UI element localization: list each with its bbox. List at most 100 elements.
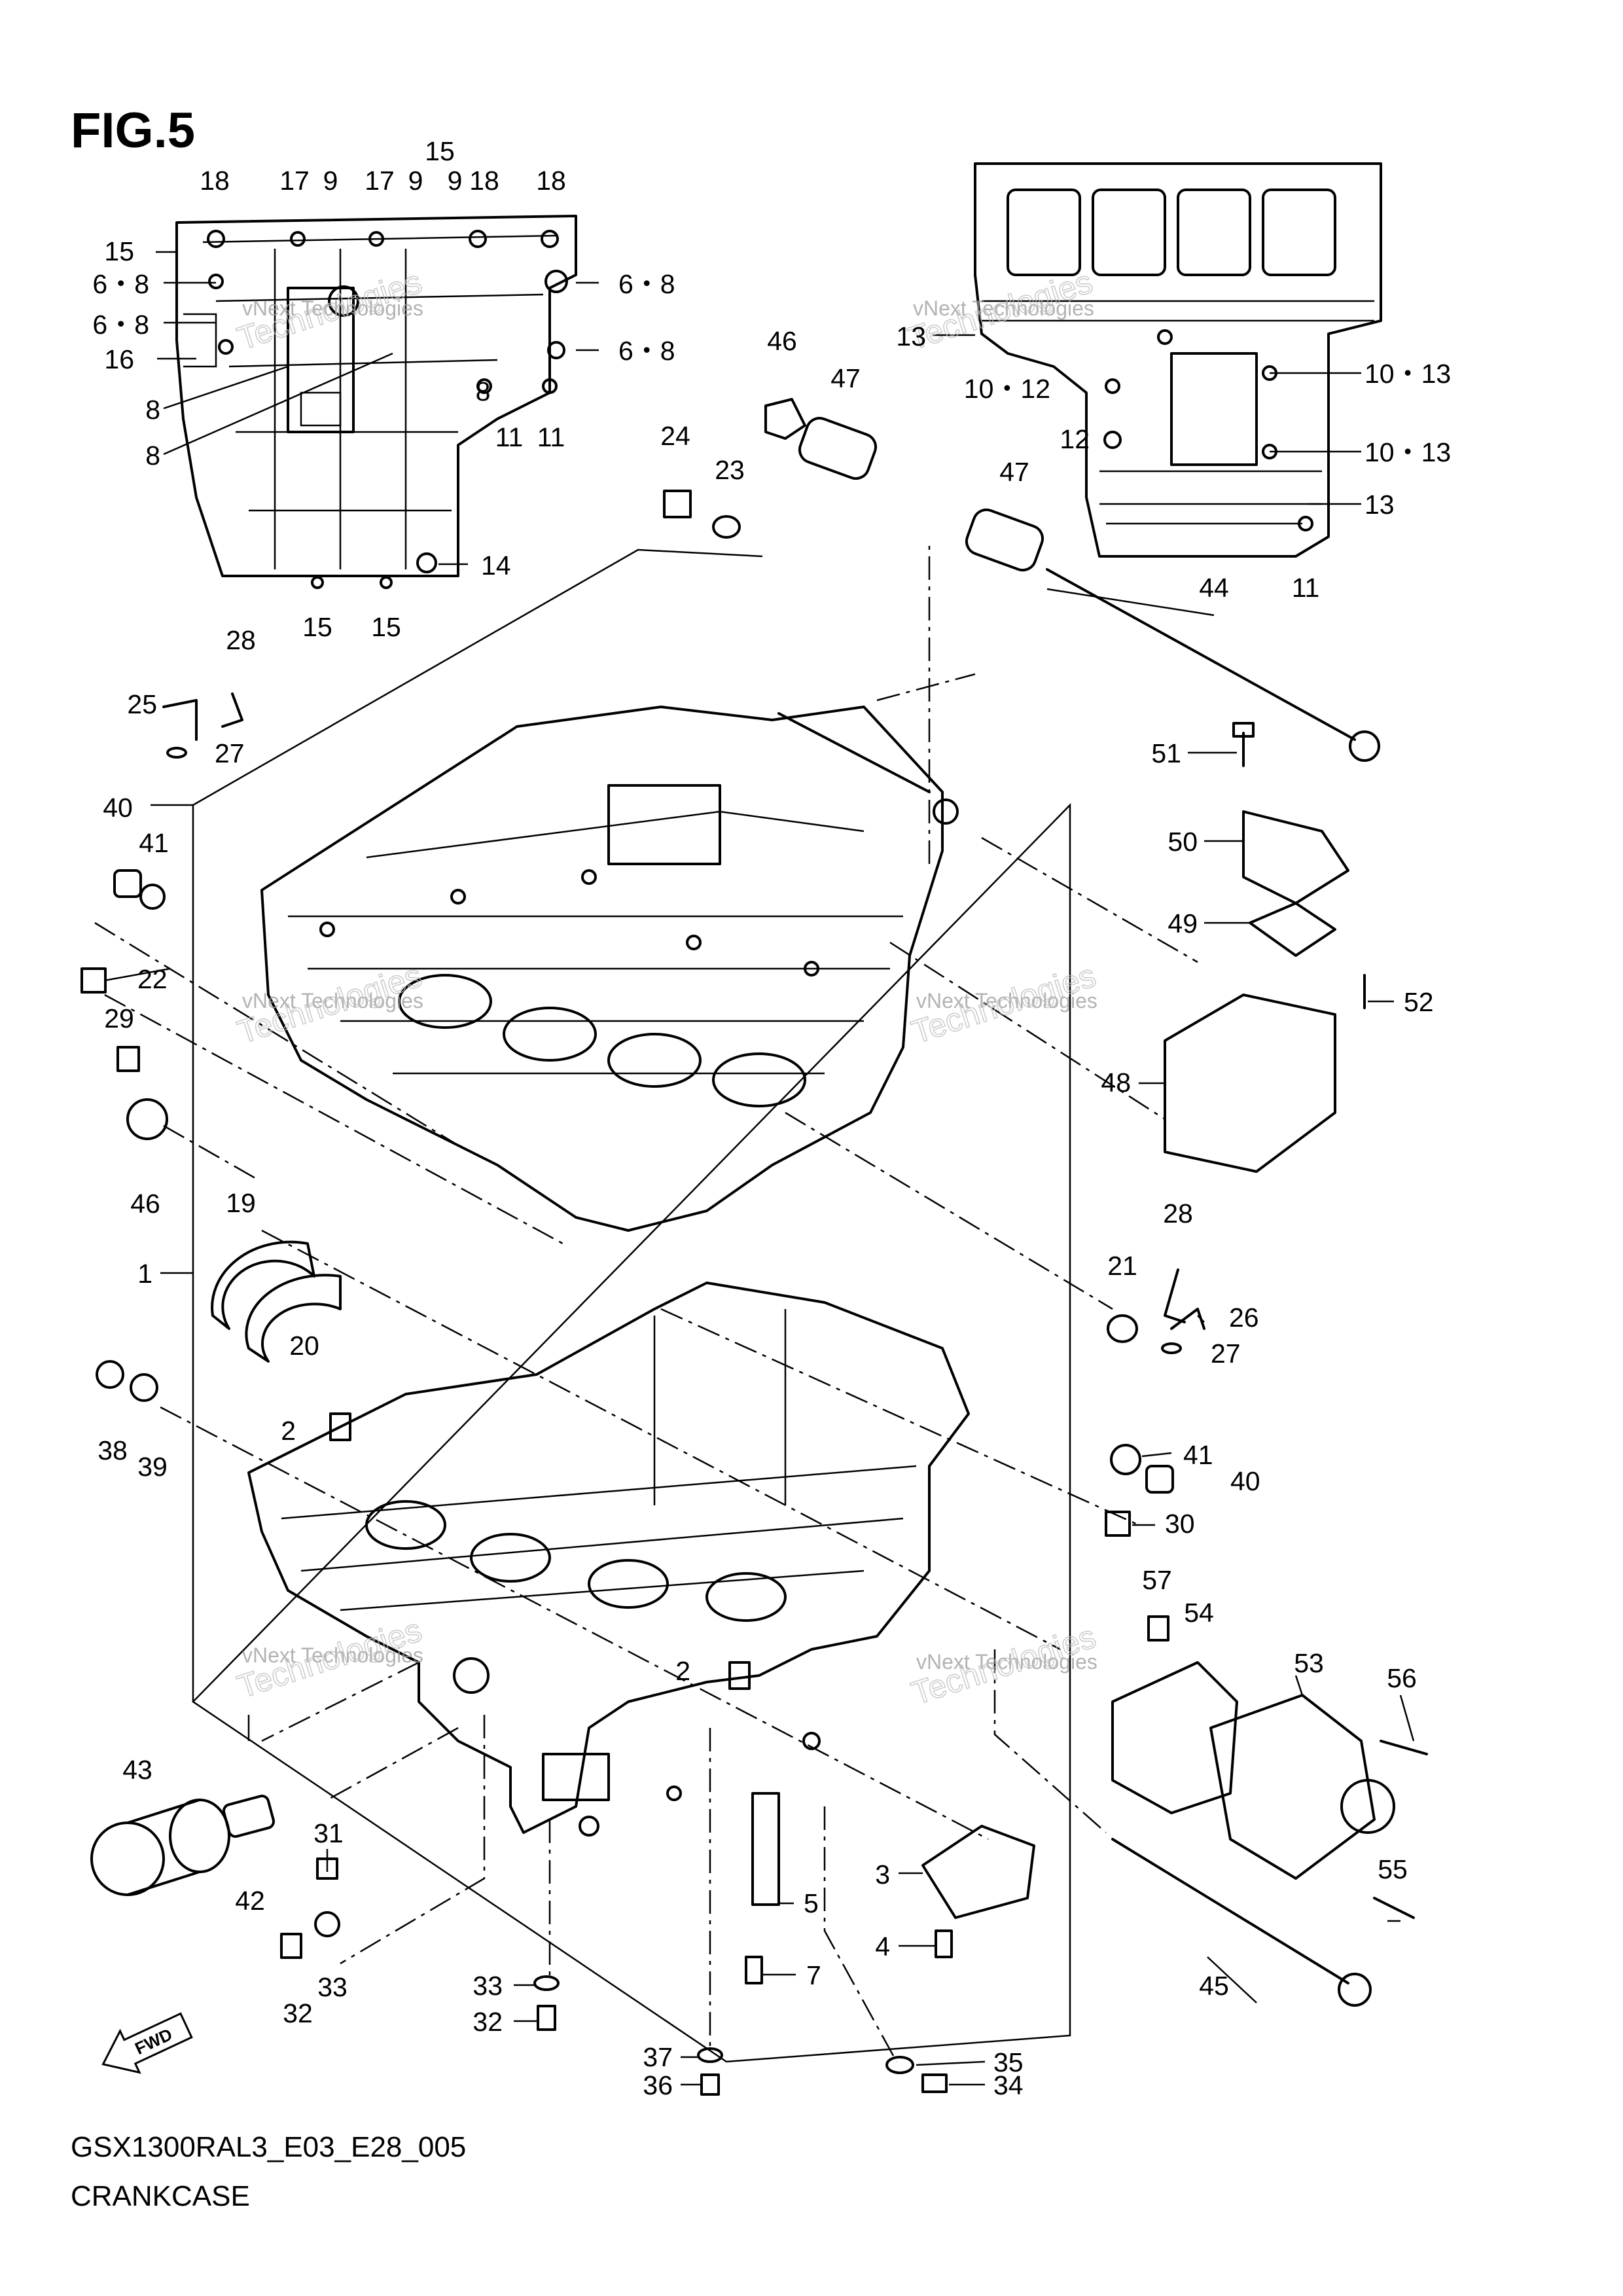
part-callout-32: 32 <box>283 1998 313 2028</box>
part-callout-46: 46 <box>130 1189 160 1219</box>
part-callout-1: 1 <box>137 1259 152 1289</box>
leader-lines <box>104 251 1415 2086</box>
part-callout-52: 52 <box>1404 987 1434 1017</box>
watermark-text: vNext Technologies <box>916 1650 1097 1674</box>
part-callout-31: 31 <box>313 1818 344 1848</box>
part-callout-21: 21 <box>1107 1251 1137 1281</box>
part-callout-45: 45 <box>1199 1971 1229 2001</box>
part-callout-6-8: 6・8 <box>92 310 149 340</box>
part-callout-41: 41 <box>1183 1440 1213 1470</box>
part-callout-11: 11 <box>537 422 565 452</box>
part-callout-10-13: 10・13 <box>1364 359 1451 389</box>
small-components <box>80 398 1428 2096</box>
part-callout-41: 41 <box>139 828 169 858</box>
part-callout-55: 55 <box>1378 1854 1408 1884</box>
part-callout-20: 20 <box>289 1331 319 1361</box>
part-callout-51: 51 <box>1151 738 1181 768</box>
part-callout-8: 8 <box>476 376 491 406</box>
part-callout-46: 46 <box>767 326 797 356</box>
part-callout-2: 2 <box>675 1656 690 1686</box>
upper-left-inset-crankcase <box>175 215 577 589</box>
part-callout-29: 29 <box>104 1003 134 1033</box>
part-callout-6-8: 6・8 <box>92 269 149 299</box>
part-callout-30: 30 <box>1165 1509 1195 1539</box>
part-callout-25: 25 <box>127 689 157 719</box>
part-callout-4: 4 <box>875 1931 890 1962</box>
part-callout-14: 14 <box>481 550 511 581</box>
watermark-text: vNext Technologies <box>242 989 423 1013</box>
part-callout-35: 35 <box>993 2047 1024 2077</box>
part-callout-18: 18 <box>469 166 499 196</box>
part-callout-18: 18 <box>536 166 566 196</box>
part-callout-27: 27 <box>1211 1338 1241 1369</box>
part-callout-16: 16 <box>104 344 134 374</box>
part-callout-17: 17 <box>279 166 310 196</box>
part-callout-38: 38 <box>98 1435 128 1465</box>
part-callout-11: 11 <box>1292 573 1320 603</box>
part-callout-26: 26 <box>1229 1302 1259 1333</box>
part-callout-7: 7 <box>806 1960 821 1990</box>
part-callout-40: 40 <box>103 793 133 823</box>
part-callout-5: 5 <box>804 1888 819 1918</box>
part-callout-28: 28 <box>1163 1198 1193 1229</box>
part-callout-9: 9 <box>323 166 338 196</box>
lower-crankcase-half <box>247 1282 970 1837</box>
part-callout-32: 32 <box>473 2007 503 2037</box>
watermark-text: vNext Technologies <box>242 296 423 320</box>
part-callout-17: 17 <box>365 166 395 196</box>
part-callout-9: 9 <box>408 166 423 196</box>
part-callout-15: 15 <box>371 612 401 642</box>
part-callout-6-8: 6・8 <box>618 336 675 366</box>
forward-direction-arrow: FWD <box>101 2012 193 2074</box>
part-callout-15: 15 <box>425 136 455 166</box>
part-callout-6-8: 6・8 <box>618 269 675 299</box>
part-callout-49: 49 <box>1168 908 1198 939</box>
part-callout-3: 3 <box>875 1859 890 1890</box>
part-callout-33: 33 <box>473 1971 503 2001</box>
part-callout-34: 34 <box>993 2070 1024 2100</box>
part-callout-27: 27 <box>215 738 245 768</box>
part-callout-43: 43 <box>122 1755 152 1785</box>
part-callout-19: 19 <box>226 1188 256 1218</box>
part-callout-47: 47 <box>999 457 1029 487</box>
part-callout-44: 44 <box>1199 573 1229 603</box>
part-callout-39: 39 <box>137 1452 168 1482</box>
watermark-text: vNext Technologies <box>916 989 1097 1013</box>
part-callout-54: 54 <box>1184 1598 1214 1628</box>
diagram-code: GSX1300RAL3_E03_E28_005 <box>71 2131 466 2163</box>
part-callout-10-12: 10・12 <box>964 374 1050 404</box>
part-callout-8: 8 <box>145 395 160 425</box>
part-callout-23: 23 <box>715 455 745 485</box>
part-callout-9: 9 <box>448 166 463 196</box>
part-callout-48: 48 <box>1101 1067 1131 1098</box>
part-callout-13: 13 <box>1364 490 1395 520</box>
assembly-guide-lines <box>94 543 1198 2062</box>
part-callout-10-13: 10・13 <box>1364 437 1451 467</box>
part-callout-33: 33 <box>317 1972 348 2002</box>
figure-title: FIG.5 <box>71 103 195 158</box>
part-callout-18: 18 <box>200 166 230 196</box>
part-callout-13: 13 <box>896 321 926 351</box>
diagram-name: CRANKCASE <box>71 2180 250 2212</box>
watermarks: vNext Technologies Technologies vNext Te… <box>232 262 1100 1712</box>
part-callout-50: 50 <box>1168 827 1198 857</box>
upper-crankcase-half <box>260 706 959 1232</box>
part-callout-22: 22 <box>137 964 168 994</box>
part-callout-56: 56 <box>1387 1663 1417 1693</box>
part-callout-37: 37 <box>643 2042 673 2072</box>
part-callout-24: 24 <box>660 421 690 451</box>
part-callout-36: 36 <box>643 2070 673 2100</box>
part-callout-40: 40 <box>1230 1466 1260 1496</box>
part-callout-28: 28 <box>226 625 256 655</box>
assembly-frame <box>151 548 1071 2063</box>
part-callout-42: 42 <box>235 1886 265 1916</box>
part-callout-12: 12 <box>1060 424 1090 454</box>
watermark-text: vNext Technologies <box>913 296 1094 320</box>
part-callout-15: 15 <box>302 612 332 642</box>
part-callout-2: 2 <box>281 1416 296 1446</box>
part-callout-47: 47 <box>830 363 861 393</box>
part-callout-53: 53 <box>1294 1648 1324 1678</box>
watermark-text: vNext Technologies <box>242 1643 423 1667</box>
